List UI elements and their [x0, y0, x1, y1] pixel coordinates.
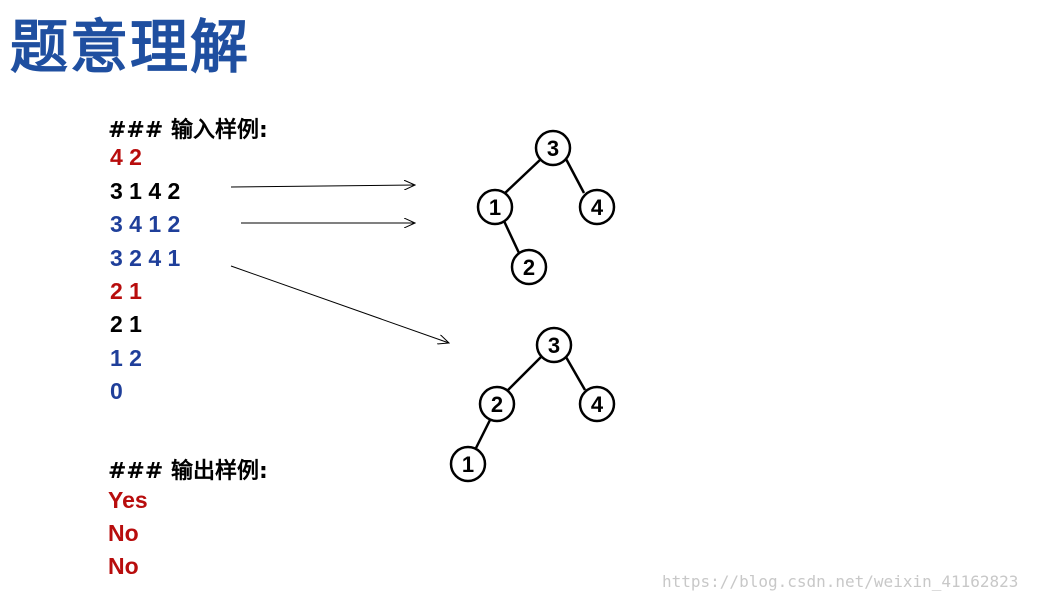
- tree-b-node-label: 3: [548, 333, 560, 358]
- tree-b-node: [578, 385, 616, 423]
- arrow-line-2: [230, 185, 415, 187]
- tree-a: 3 1 4 2: [476, 129, 616, 286]
- tree-b-node: [449, 445, 487, 483]
- page-title: 题意理解: [10, 13, 251, 81]
- output-line-3: No: [108, 553, 139, 579]
- tree-b-node-label: 2: [491, 392, 503, 417]
- input-heading: ### 输入样例:: [108, 118, 268, 143]
- tree-b-node-label: 4: [591, 392, 604, 417]
- tree-a-node: [534, 129, 572, 167]
- output-heading: ### 输出样例:: [108, 459, 268, 484]
- input-line-1: 4 2: [110, 144, 142, 170]
- tree-b-node: [478, 385, 516, 423]
- tree-a-node-label: 2: [523, 255, 535, 280]
- tree-a-edge: [564, 158, 586, 194]
- tree-a-edge: [503, 158, 542, 195]
- input-line-3: 3 4 1 2: [110, 211, 181, 237]
- input-line-6: 2 1: [110, 311, 142, 337]
- tree-a-edge: [502, 220, 521, 254]
- input-line-5: 2 1: [110, 278, 142, 304]
- tree-a-node: [510, 248, 548, 286]
- tree-b-edge: [474, 417, 493, 449]
- tree-b-node: [535, 326, 573, 364]
- tree-b-edge: [564, 356, 587, 391]
- input-line-4: 3 2 4 1: [110, 245, 181, 271]
- output-line-2: No: [108, 520, 139, 546]
- tree-b-edge: [506, 356, 542, 392]
- tree-a-node-label: 4: [591, 195, 604, 220]
- tree-b-node-label: 1: [462, 452, 474, 477]
- watermark: https://blog.csdn.net/weixin_41162823: [662, 572, 1019, 591]
- input-line-2: 3 1 4 2: [110, 178, 181, 204]
- output-line-1: Yes: [108, 487, 148, 513]
- tree-a-node: [476, 188, 514, 226]
- arrow-line-4: [230, 265, 449, 343]
- tree-a-node: [578, 188, 616, 226]
- input-line-8: 0: [110, 378, 123, 404]
- tree-b: 3 2 4 1: [449, 326, 616, 483]
- input-line-7: 1 2: [110, 345, 142, 371]
- tree-a-node-label: 1: [489, 195, 501, 220]
- tree-a-node-label: 3: [547, 136, 559, 161]
